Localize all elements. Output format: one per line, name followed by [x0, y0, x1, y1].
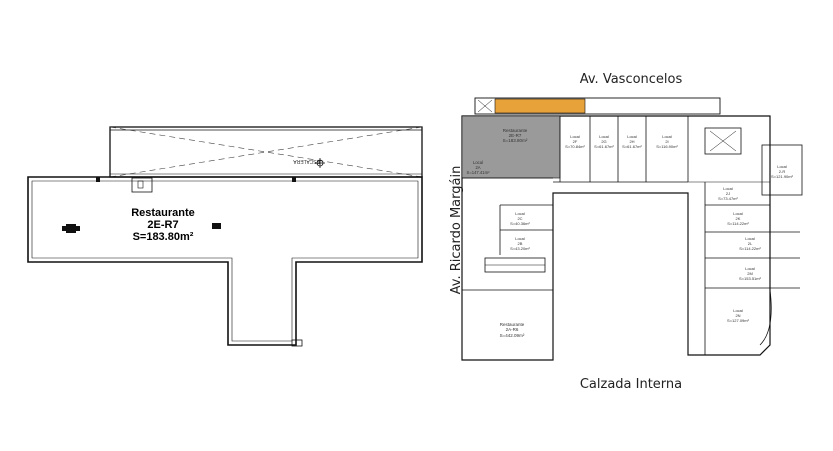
unit-area: S=73.47m² [718, 196, 738, 201]
right-floor-plan: Av. Vasconcelos Calzada Interna Av. Rica… [449, 72, 803, 392]
column [291, 339, 303, 347]
unit-name: Local [599, 134, 609, 139]
unit-code: 2I [665, 139, 668, 144]
unit-area: S=116.90m² [656, 144, 678, 149]
building-outline [461, 115, 771, 361]
unit-name: Restaurante [500, 322, 525, 327]
unit-area: S=61.67m² [594, 144, 614, 149]
street-label-bottom: Calzada Interna [580, 377, 682, 392]
unit-area: S=43.20m² [510, 246, 530, 251]
unit-area: S=114.22m² [727, 221, 749, 226]
unit-name: Local [515, 211, 525, 216]
unit-labels: Local 2A S=147.41m² Local 2F S=70.84m² L… [467, 134, 794, 338]
unit-code: 2B [518, 241, 523, 246]
left-floor-plan: ESCALERA Restaurante 2E-R7 S=183.80m² [27, 126, 423, 347]
street-label-left: Av. Ricardo Margáin [449, 166, 464, 295]
unit-name: Local [515, 236, 525, 241]
unit-code: 2-R [779, 169, 786, 174]
restaurant-name: Restaurante [131, 207, 195, 219]
unit-code: 2L [748, 241, 753, 246]
restaurant-area: S=183.80m² [133, 231, 194, 243]
highlight-area: S=183.80m² [503, 138, 528, 143]
unit-area: S=127.09m² [727, 318, 750, 323]
unit-name: Local [777, 164, 787, 169]
restaurant-code: 2E-R7 [147, 219, 178, 231]
unit-code: 2N [735, 313, 740, 318]
unit-name: Local [733, 211, 743, 216]
unit-name: Local [473, 160, 483, 165]
unit-area: S=121.90m² [771, 174, 794, 179]
unit-code: 2H [629, 139, 634, 144]
kitchen-marker [212, 223, 221, 229]
unit-name: Local [745, 236, 755, 241]
highlight-code: 2E-R7 [509, 133, 522, 138]
highlight-name: Restaurante [503, 128, 528, 133]
void-cross-line [109, 126, 423, 178]
void-cross-line [109, 126, 423, 178]
unit-2r [761, 144, 803, 196]
compass-icon [315, 158, 325, 168]
unit-code: 2A [475, 165, 480, 170]
unit-area: S=40.36m² [510, 221, 530, 226]
unit-code: 2K [736, 216, 741, 221]
street-label-top: Av. Vasconcelos [580, 72, 683, 87]
highlight-gray-area [461, 115, 561, 179]
column [96, 177, 100, 182]
restroom [131, 177, 153, 193]
unit-name: Local [570, 134, 580, 139]
unit-name: Local [745, 266, 755, 271]
unit-area: S=153.51m² [739, 276, 762, 281]
unit-name: Local [733, 308, 743, 313]
top-strip [474, 97, 721, 115]
unit-area: S=442.09m² [500, 333, 525, 338]
restaurant-outline [27, 176, 423, 346]
sink-icon [62, 224, 80, 233]
unit-name: Local [723, 186, 733, 191]
unit-area: S=147.41m² [467, 170, 491, 175]
unit-name: Local [627, 134, 637, 139]
highlight-orange-area [494, 98, 586, 114]
stair-core [704, 127, 742, 155]
unit-name: Local [662, 134, 672, 139]
unit-area: S=70.84m² [565, 144, 585, 149]
stamp-label: ESCALERA [293, 158, 320, 164]
unit-code: 2A-R6 [506, 327, 519, 332]
unit-code: 2G [601, 139, 606, 144]
unit-code: 2J [726, 191, 730, 196]
unit-code: 2M [747, 271, 753, 276]
unit-area: S=61.67m² [622, 144, 642, 149]
unit-area: S=114.22m² [739, 246, 761, 251]
unit-code: 2F [573, 139, 578, 144]
unit-code: 2C [517, 216, 522, 221]
column [292, 177, 296, 182]
